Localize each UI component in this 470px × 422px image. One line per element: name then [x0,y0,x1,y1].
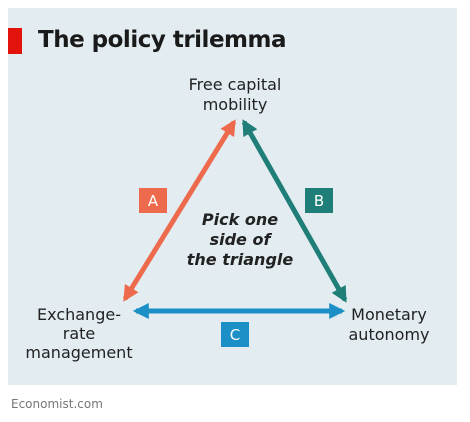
side-a-arrow [122,119,237,302]
label-left-line3: management [25,343,132,362]
label-top-line2: mobility [203,95,268,114]
source-credit: Economist.com [11,397,103,411]
label-left-line2: rate [63,324,96,343]
side-b-arrow [241,119,348,303]
center-line1: Pick one [202,210,278,229]
label-monetary-autonomy: Monetary autonomy [349,305,430,344]
badge-a: A [139,188,167,213]
center-line3: the triangle [187,250,294,269]
badge-a-label: A [148,192,159,210]
label-free-capital-mobility: Free capital mobility [189,75,282,114]
center-caption: Pick one side of the triangle [187,210,294,269]
page-title: The policy trilemma [38,27,287,53]
badge-c-label: C [230,326,240,344]
red-accent-bar [8,28,22,54]
label-exchange-rate-management: Exchange- rate management [25,305,132,362]
label-left-line1: Exchange- [37,305,121,324]
badge-b-label: B [314,192,324,210]
label-top-line1: Free capital [189,75,282,94]
center-line2: side of [210,230,273,249]
badge-c: C [221,322,249,347]
label-right-line2: autonomy [349,325,430,344]
badge-b: B [305,188,333,213]
label-right-line1: Monetary [351,305,427,324]
